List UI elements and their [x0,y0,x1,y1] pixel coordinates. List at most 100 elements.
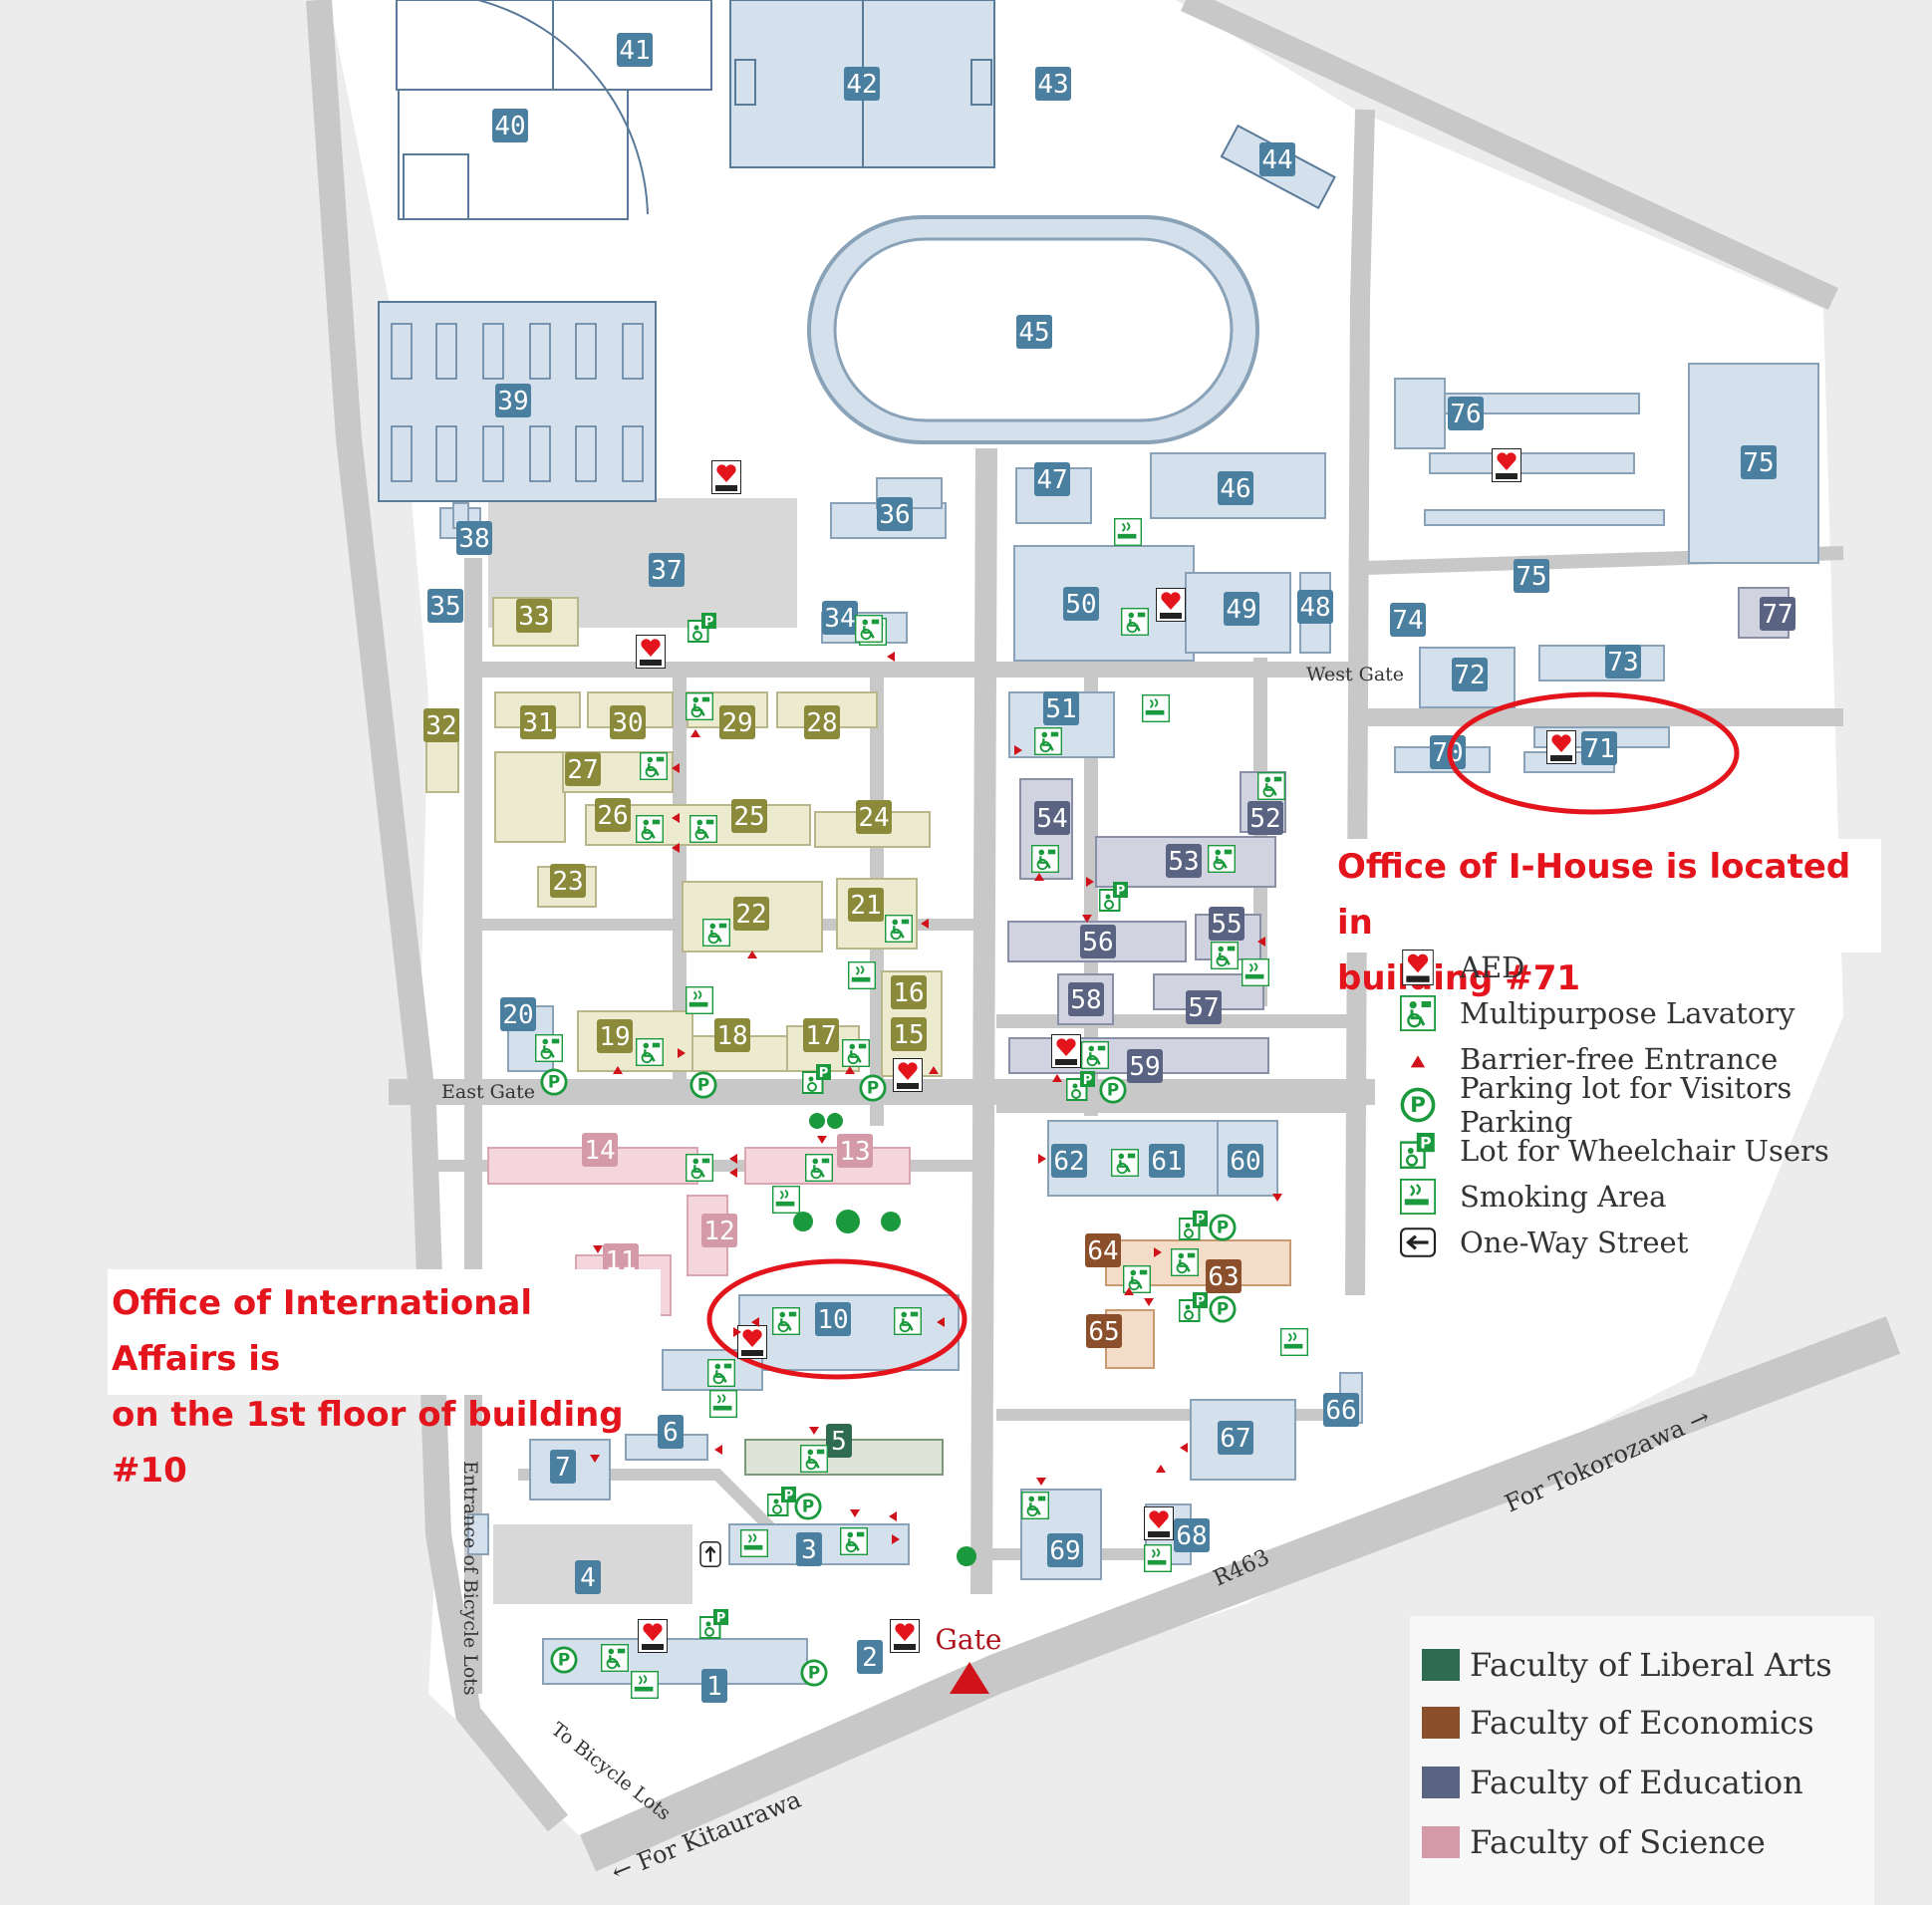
building-tag-35[interactable]: 35 [427,589,463,623]
building-tag-30[interactable]: 30 [610,705,646,739]
building-tag-43[interactable]: 43 [1035,67,1071,101]
building-number: 25 [733,802,764,832]
building-tag-29[interactable]: 29 [719,705,755,739]
building-tag-75b[interactable]: 75 [1514,559,1549,593]
building-tag-17[interactable]: 17 [803,1018,839,1052]
building-tag-50[interactable]: 50 [1063,587,1099,621]
building-tag-57[interactable]: 57 [1186,990,1222,1024]
building-tag-bg [617,33,653,67]
building-tag-77[interactable]: 77 [1760,597,1795,631]
building-tag-73[interactable]: 73 [1605,645,1641,679]
building-tag-18[interactable]: 18 [714,1018,750,1052]
building-tag-27[interactable]: 27 [565,752,601,786]
building-tag-6[interactable]: 6 [658,1415,684,1449]
building-tag-26[interactable]: 26 [595,798,631,832]
building-tag-5[interactable]: 5 [826,1424,852,1458]
building-tag-47[interactable]: 47 [1034,462,1070,496]
building-tag-32[interactable]: 32 [423,708,459,742]
building-tag-16[interactable]: 16 [891,975,927,1009]
building-tag-71[interactable]: 71 [1581,731,1617,765]
building-number: 46 [1220,474,1250,504]
building-tag-24[interactable]: 24 [856,800,892,834]
building-number: 53 [1168,847,1199,877]
building-tag-44[interactable]: 44 [1259,142,1295,176]
building-number: 68 [1176,1521,1207,1551]
building-tag-60[interactable]: 60 [1228,1144,1263,1178]
building-tag-52[interactable]: 52 [1247,801,1283,835]
building-tag-65[interactable]: 65 [1086,1314,1122,1348]
building-tag-72[interactable]: 72 [1452,658,1488,691]
building-number: 29 [721,708,752,738]
building-tag-22[interactable]: 22 [733,897,769,931]
building-tag-15[interactable]: 15 [891,1017,927,1051]
building-tag-bg [423,708,459,742]
building-tag-41[interactable]: 41 [617,33,653,67]
building-tag-37[interactable]: 37 [649,553,685,587]
building-tag-54[interactable]: 54 [1034,801,1070,835]
building-tag-75[interactable]: 75 [1741,445,1777,479]
building-tag-64[interactable]: 64 [1085,1233,1121,1267]
building-number: 24 [858,803,889,833]
building-tag-62[interactable]: 62 [1051,1144,1087,1178]
building-tag-23[interactable]: 23 [550,864,586,898]
building-tag-66[interactable]: 66 [1323,1393,1359,1427]
building-tag-63[interactable]: 63 [1206,1259,1242,1293]
building-tag-1[interactable]: 1 [701,1669,727,1703]
building-number: 31 [522,708,553,738]
building-tag-46[interactable]: 46 [1218,471,1253,505]
building-number: 62 [1053,1147,1084,1177]
building-tag-74[interactable]: 74 [1390,603,1426,637]
building-tag-21[interactable]: 21 [848,888,884,922]
building-tag-55[interactable]: 55 [1209,907,1244,941]
legend-smoking-label: Smoking Area [1460,1180,1667,1214]
building-tag-19[interactable]: 19 [597,1019,633,1053]
building-tag-61[interactable]: 61 [1149,1144,1185,1178]
building-tag-33[interactable]: 33 [516,599,552,633]
building-tag-bg [857,1640,883,1674]
sports-fields [396,0,712,220]
building-number: 63 [1208,1262,1239,1292]
building-tag-53[interactable]: 53 [1166,844,1202,878]
building-tag-14[interactable]: 14 [582,1133,618,1167]
building-tag-42[interactable]: 42 [844,67,880,101]
building-tag-2[interactable]: 2 [857,1640,883,1674]
building-tag-13[interactable]: 13 [837,1134,873,1168]
building-tag-40[interactable]: 40 [492,109,528,142]
building-tag-38[interactable]: 38 [456,521,492,555]
building-tag-bg [575,1560,601,1594]
building-tag-67[interactable]: 67 [1218,1421,1253,1455]
building-tag-49[interactable]: 49 [1224,592,1259,626]
legend-aed-label: AED [1460,951,1525,984]
building-tag-12[interactable]: 12 [701,1214,737,1247]
building-tag-bg [1086,1314,1122,1348]
callout-ihouse: Office of I-House is located in building… [1333,839,1881,998]
building-tag-3[interactable]: 3 [796,1532,822,1566]
building-tag-28[interactable]: 28 [804,705,840,739]
building-tag-bg [733,897,769,931]
building-tag-59[interactable]: 59 [1127,1049,1163,1083]
building-tag-76[interactable]: 76 [1448,397,1484,430]
building-tag-56[interactable]: 56 [1080,925,1116,958]
building-tag-68[interactable]: 68 [1174,1518,1210,1552]
building-tag-58[interactable]: 58 [1068,982,1104,1016]
building-tag-39[interactable]: 39 [495,384,531,417]
building-tag-31[interactable]: 31 [520,705,556,739]
building-tag-51[interactable]: 51 [1043,691,1079,725]
building-number: 30 [612,708,643,738]
barrier-free-entrances [590,652,1282,1544]
highlight-building-10 [706,1258,967,1380]
building-number: 19 [599,1022,630,1052]
building-number: 32 [425,711,456,741]
building-tag-34[interactable]: 34 [822,601,858,635]
building-tag-25[interactable]: 25 [731,799,767,833]
building-tag-48[interactable]: 48 [1297,590,1333,624]
building-tag-4[interactable]: 4 [575,1560,601,1594]
building-tag-45[interactable]: 45 [1016,315,1052,349]
building-tag-bg [1228,1144,1263,1178]
building-tag-10[interactable]: 10 [815,1302,851,1336]
building-tag-20[interactable]: 20 [500,997,536,1031]
building-tag-36[interactable]: 36 [877,497,913,531]
building-tag-69[interactable]: 69 [1047,1533,1083,1567]
building-tag-7[interactable]: 7 [550,1450,576,1484]
building-tag-bg [1218,471,1253,505]
